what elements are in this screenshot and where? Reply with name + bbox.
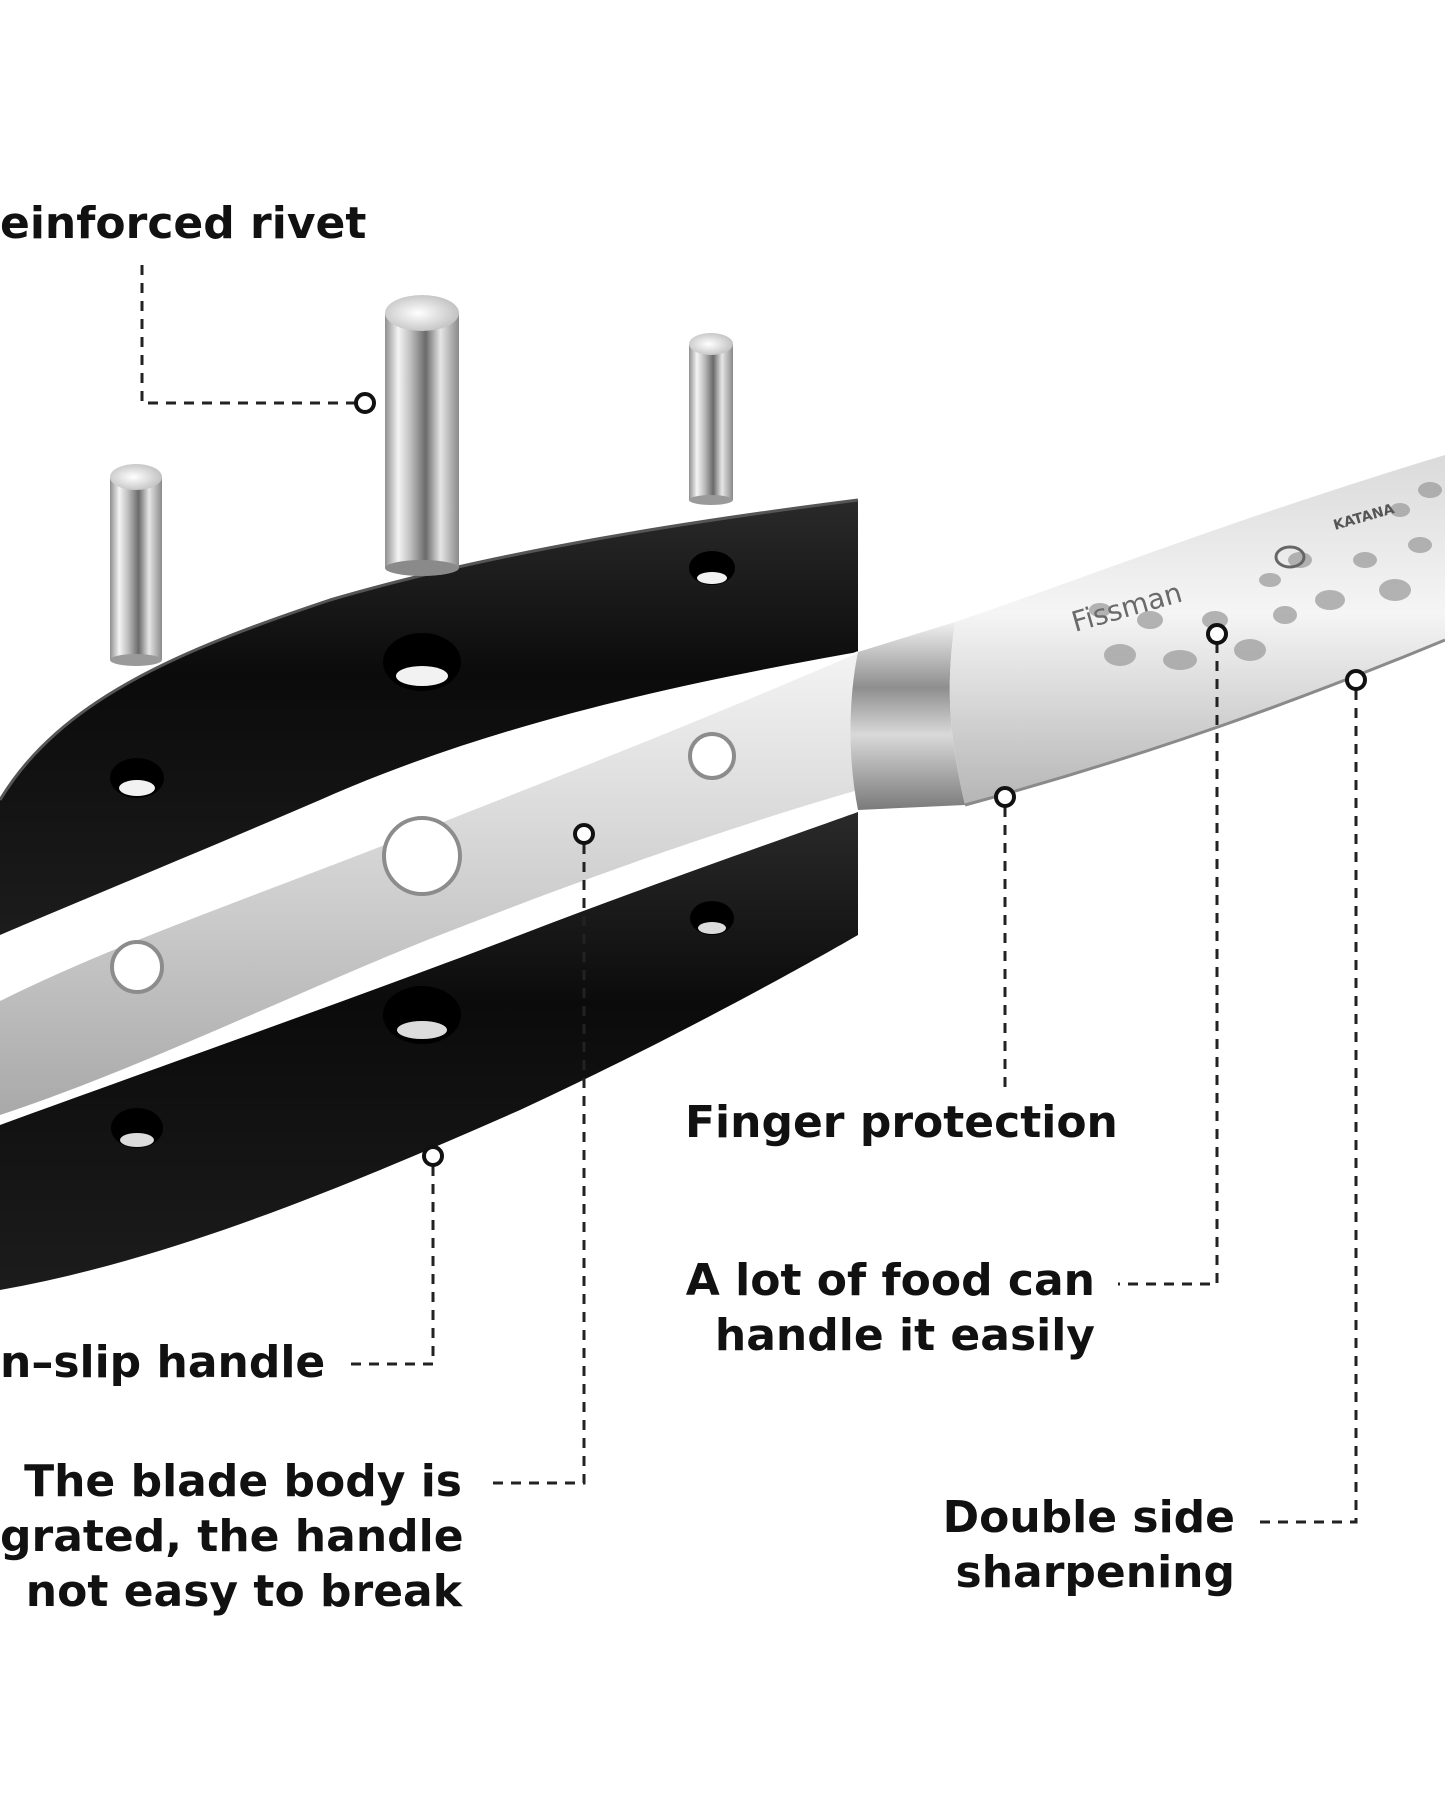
label-blade-body-line-1: The blade body is xyxy=(24,1456,462,1507)
label-double-side-sharpening: Double side sharpening xyxy=(910,1490,1235,1600)
label-finger-protection: Finger protection xyxy=(685,1097,1118,1148)
label-food-line-2: handle it easily xyxy=(714,1310,1095,1361)
callout-dot-icon xyxy=(994,786,1016,808)
leader-food xyxy=(1118,643,1219,1286)
label-food: A lot of food can handle it easily xyxy=(660,1253,1095,1363)
callout-dot-icon xyxy=(422,1145,444,1167)
bottom-handle-scale xyxy=(0,812,858,1290)
brand-emblem-icon xyxy=(1274,545,1306,569)
rivet-large xyxy=(385,295,459,576)
rivet-small-right xyxy=(689,333,733,505)
label-non-slip-handle: n–slip handle xyxy=(0,1337,326,1388)
tang-hole xyxy=(382,816,462,896)
bolster xyxy=(850,622,965,810)
leader-handle xyxy=(343,1166,435,1366)
leader-double xyxy=(1258,690,1358,1524)
blade: Fissman KATANA xyxy=(949,455,1445,807)
label-reinforced-rivet: einforced rivet xyxy=(0,198,367,249)
callout-dot-icon xyxy=(1206,623,1228,645)
callout-dot-icon xyxy=(354,392,376,414)
callout-dot-icon xyxy=(573,823,595,845)
label-blade-body: The blade body is grated, the handle not… xyxy=(0,1454,464,1619)
top-handle-scale xyxy=(0,498,859,935)
rivet-small-left xyxy=(110,464,162,666)
leader-lines xyxy=(140,265,1358,1524)
label-blade-body-line-2: grated, the handle xyxy=(0,1511,464,1562)
callout-dot-icon xyxy=(1345,669,1367,691)
blade-tang xyxy=(0,651,859,1115)
label-double-line-1: Double side xyxy=(942,1492,1235,1543)
hammered-texture xyxy=(1089,482,1442,670)
leader-blade-body xyxy=(488,844,586,1485)
tang-hole xyxy=(688,732,736,780)
leader-rivet xyxy=(140,265,356,405)
label-blade-body-line-3: not easy to break xyxy=(25,1566,462,1617)
label-food-line-1: A lot of food can xyxy=(685,1255,1095,1306)
tang-hole xyxy=(110,940,164,994)
label-double-line-2: sharpening xyxy=(955,1547,1235,1598)
